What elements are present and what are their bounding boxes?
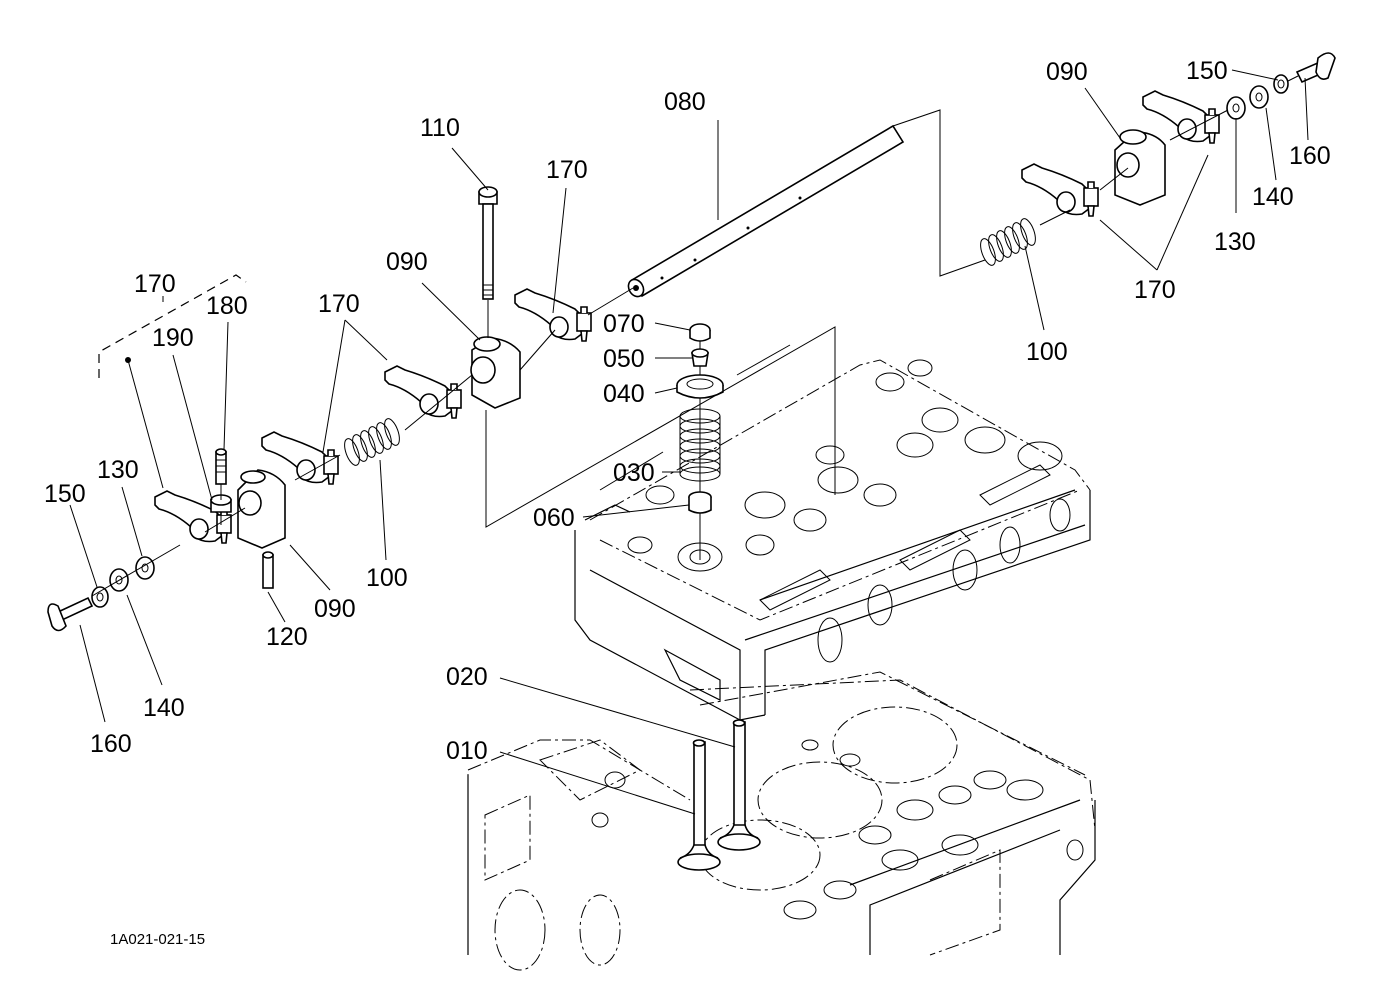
callout-030: 030 bbox=[613, 459, 655, 487]
callout-180: 180 bbox=[206, 292, 248, 320]
callout-150: 150 bbox=[1186, 57, 1228, 85]
callout-110: 110 bbox=[420, 114, 460, 142]
bolt-110 bbox=[478, 186, 498, 338]
adjusting-screw-180 bbox=[215, 448, 227, 485]
rocker-arm-170b bbox=[384, 365, 462, 419]
callout-labels: 080 110 170 090 170 170 180 190 130 150 … bbox=[44, 57, 1331, 765]
callout-140: 140 bbox=[1252, 183, 1294, 211]
rocker-arm-170d bbox=[1021, 163, 1099, 217]
callout-010: 010 bbox=[446, 737, 488, 765]
leader-lines bbox=[69, 69, 1309, 815]
valve-exhaust bbox=[717, 719, 761, 851]
callout-130: 130 bbox=[97, 456, 139, 484]
bolt-160-right bbox=[1295, 52, 1336, 84]
callout-170: 170 bbox=[546, 156, 588, 184]
spring-washer-150-right bbox=[1273, 74, 1289, 94]
callout-170: 170 bbox=[318, 290, 360, 318]
rocker-arm-shaft bbox=[627, 124, 905, 298]
callout-100: 100 bbox=[366, 564, 408, 592]
drawing-code: 1A021-021-15 bbox=[110, 931, 205, 948]
washer-130-left bbox=[135, 556, 155, 580]
callout-120: 120 bbox=[266, 623, 308, 651]
callout-130: 130 bbox=[1214, 228, 1256, 256]
callout-050: 050 bbox=[603, 345, 645, 373]
spring-100-left bbox=[344, 418, 400, 466]
cylinder-head bbox=[574, 359, 1091, 721]
callout-090: 090 bbox=[386, 248, 428, 276]
bracket-center bbox=[470, 336, 521, 409]
washer-130-right bbox=[1226, 96, 1246, 120]
spring-washer-150-left bbox=[91, 586, 109, 608]
callout-020: 020 bbox=[446, 663, 488, 691]
bracket-left bbox=[237, 469, 286, 549]
rocker-arm-170a bbox=[514, 288, 592, 342]
cylinder-block bbox=[467, 671, 1096, 971]
callout-100: 100 bbox=[1026, 338, 1068, 366]
callout-160: 160 bbox=[1289, 142, 1331, 170]
callout-080: 080 bbox=[664, 88, 706, 116]
rocker-arm-170d2 bbox=[1142, 90, 1220, 144]
bolt-160-left bbox=[47, 596, 94, 632]
washer-140-right bbox=[1249, 85, 1269, 109]
callout-090: 090 bbox=[314, 595, 356, 623]
callout-160: 160 bbox=[90, 730, 132, 758]
pin-120 bbox=[262, 551, 274, 589]
callout-040: 040 bbox=[603, 380, 645, 408]
callout-170: 170 bbox=[1134, 276, 1176, 304]
callout-190: 190 bbox=[152, 324, 194, 352]
callout-070: 070 bbox=[603, 310, 645, 338]
assembly-lines bbox=[91, 75, 1299, 597]
valve-spring-stack bbox=[676, 323, 724, 560]
callout-140: 140 bbox=[143, 694, 185, 722]
callout-060: 060 bbox=[533, 504, 575, 532]
callout-090: 090 bbox=[1046, 58, 1088, 86]
spring-100-right bbox=[980, 218, 1036, 266]
bracket-right bbox=[1114, 129, 1166, 206]
valve-intake bbox=[677, 739, 721, 871]
callout-150: 150 bbox=[44, 480, 86, 508]
callout-170: 170 bbox=[134, 270, 176, 298]
